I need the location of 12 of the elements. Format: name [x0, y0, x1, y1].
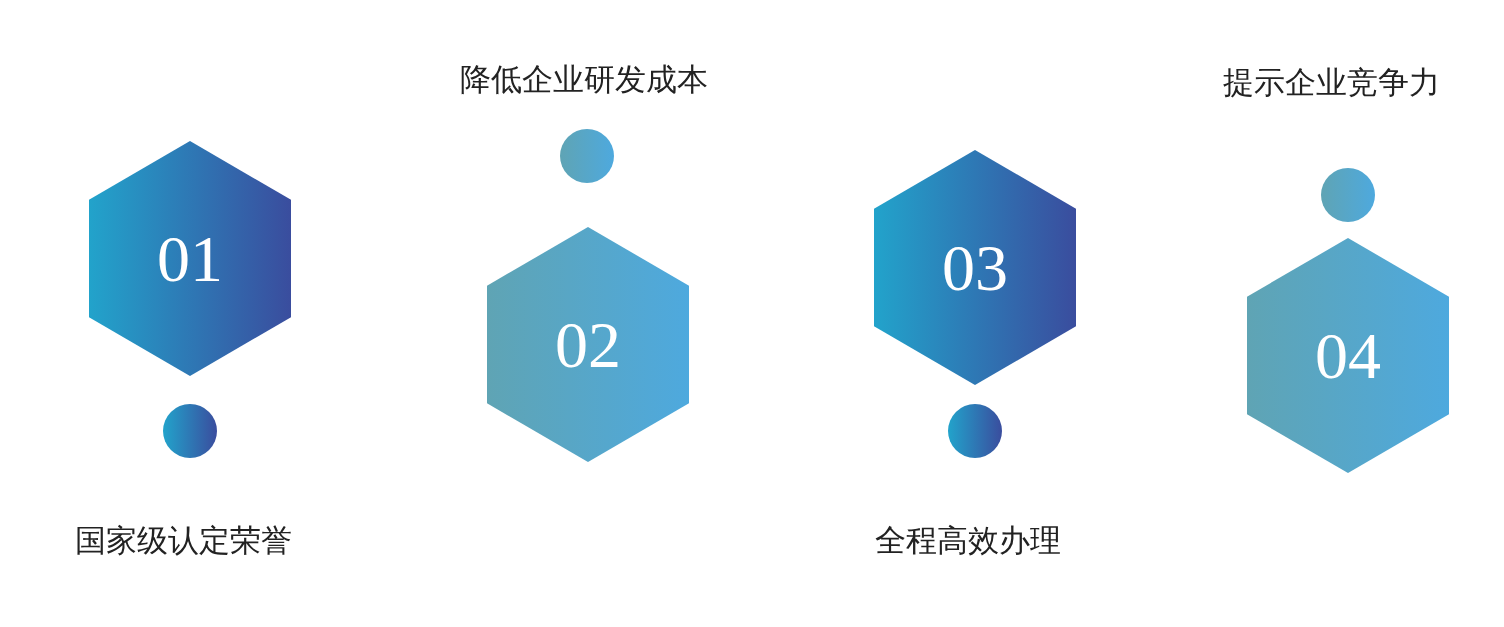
step-caption: 提示企业竞争力 — [1223, 64, 1440, 102]
hexagon — [89, 141, 291, 376]
step-number: 01 — [157, 225, 223, 292]
step-number: 04 — [1315, 322, 1381, 389]
hexagon — [874, 150, 1076, 385]
step-caption: 降低企业研发成本 — [460, 61, 708, 99]
hexagon — [1247, 238, 1449, 473]
hexagon — [487, 227, 689, 462]
step-number: 03 — [942, 234, 1008, 301]
step-caption: 全程高效办理 — [875, 522, 1061, 560]
step-caption: 国家级认定荣誉 — [75, 522, 292, 560]
step-number: 02 — [555, 311, 621, 378]
